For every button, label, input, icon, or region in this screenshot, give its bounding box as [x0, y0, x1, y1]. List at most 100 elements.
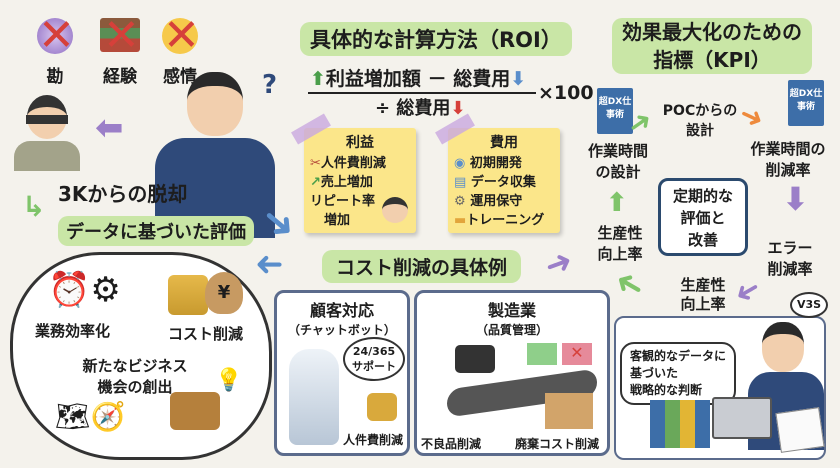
- new-business-line2: 機会の創出: [97, 378, 173, 396]
- cross-icon: ✕: [163, 10, 200, 61]
- cross-icon: ✕: [103, 10, 140, 61]
- green-curved-arrow: ↳: [22, 190, 46, 223]
- step-line: 生産性: [597, 224, 643, 242]
- step-line: 作業時間: [587, 142, 648, 160]
- coins-icon: [367, 393, 397, 421]
- speech-line: 客観的なデータに: [630, 349, 727, 363]
- step-line: 向上率: [597, 245, 643, 263]
- kpi-title-line1: 効果最大化のための: [622, 20, 802, 44]
- roi-denominator: ÷ 総費用⬇: [375, 98, 465, 120]
- crossed-emotion: ✕ 感情: [155, 14, 205, 87]
- customer-icon: [382, 197, 408, 223]
- folder-icon: ▬: [454, 213, 467, 228]
- good-box-icon: [527, 343, 557, 365]
- step-line: 設計: [686, 123, 714, 139]
- green-arrow-curve: ➜: [606, 260, 652, 310]
- fraction-line: [308, 92, 536, 94]
- kpi-step-reduction: 作業時間の削減率: [738, 138, 838, 180]
- roi-title: 具体的な計算方法（ROI）: [300, 22, 572, 56]
- book-icon-left: 超DX仕事術: [597, 88, 633, 134]
- treasure-chest-icon: [170, 392, 220, 430]
- labor-cost-label: 人件費削減: [343, 433, 404, 447]
- cost-item: トレーニング: [466, 213, 545, 228]
- kpi-step-work-design: 作業時間の設計: [578, 140, 658, 182]
- center-line: 定期的な: [672, 187, 733, 205]
- speech-bubble: 客観的なデータに 基づいた 戦略的な判断: [620, 342, 737, 405]
- books-icon: [100, 18, 140, 52]
- total-cost: 総費用: [453, 68, 511, 90]
- customer-subtitle: （チャットボット）: [288, 323, 396, 337]
- center-line: 改善: [687, 231, 718, 249]
- new-business-line1: 新たなビジネス: [82, 357, 188, 375]
- cardboard-box-icon: [545, 393, 593, 429]
- profit-item: 人件費削減: [320, 156, 386, 171]
- kpi-step-productivity-left: 生産性向上率: [585, 222, 655, 264]
- v3s-badge: V3S: [790, 292, 828, 318]
- benefit-cost-reduction: コスト削減: [168, 325, 244, 343]
- purple-arrow-down: ⬇: [782, 180, 809, 218]
- bubble-line1: 24/365: [352, 345, 396, 358]
- defect-reduction-label: 不良品削減: [421, 437, 482, 451]
- speech-line: 戦略的な判断: [630, 383, 703, 397]
- emotion-face-icon: [162, 18, 198, 54]
- cost-examples-title: コスト削減の具体例: [322, 250, 522, 283]
- label-experience: 経験: [103, 67, 137, 87]
- purple-arrow-right: ➜: [539, 240, 578, 286]
- headline-3k: 3Kからの脱却: [58, 182, 188, 206]
- cost-note-title: 費用: [490, 135, 518, 151]
- cost-note: 費用 ◉ 初期開発 ▤ データ収集 ⚙ 運用保守 ▬トレーニング: [435, 113, 560, 233]
- step-line: POCからの: [662, 103, 738, 119]
- customer-title: 顧客対応: [309, 301, 374, 320]
- robot-icon: [289, 349, 339, 445]
- benefit-efficiency: 業務効率化: [35, 322, 111, 340]
- analyst-face: [762, 322, 804, 372]
- profit-item: 増加: [324, 213, 351, 228]
- scissors-icon: ✂: [310, 156, 321, 171]
- clock-gear-icon: ⏰⚙: [48, 270, 121, 310]
- step-line: 作業時間の: [750, 140, 826, 158]
- crystal-ball-icon: [37, 18, 73, 54]
- cost-item: 運用保守: [470, 194, 523, 209]
- waste-cost-label: 廃棄コスト削減: [515, 437, 600, 451]
- step-line: 削減率: [767, 260, 813, 278]
- step-line: 向上率: [680, 295, 726, 313]
- map-compass-treasure-icon: 🗺🧭: [55, 400, 126, 433]
- profit-increase: 利益増加額: [325, 68, 421, 90]
- kpi-title-line2: 指標（KPI）: [653, 48, 771, 72]
- profit-note-title: 利益: [346, 135, 374, 151]
- camera-icon: ◉: [454, 156, 466, 171]
- cost-item: データ収集: [470, 175, 536, 190]
- arrow-down-red-icon: ⬇: [450, 98, 466, 119]
- gears-icon: ⚙: [454, 194, 466, 209]
- kpi-step-error: エラー削減率: [755, 237, 825, 279]
- purple-arrow-left: ⬅: [95, 108, 124, 148]
- blue-arrow-left: ➜: [255, 245, 284, 285]
- roi-numerator: ⬆利益増加額 － 総費用⬇: [310, 64, 526, 91]
- money-bag-icon: ¥: [205, 272, 243, 314]
- minus-sign: －: [427, 68, 447, 90]
- coins-icon: [168, 275, 208, 315]
- multiplier: ×100: [538, 82, 594, 104]
- step-line: 削減率: [765, 161, 811, 179]
- binders-icon: [650, 400, 710, 448]
- defect-box-icon: ✕: [562, 343, 592, 365]
- profit-note: 利益 ✂人件費削減 ↗売上増加 リピート率 増加: [291, 113, 416, 233]
- customer-service-box: 顧客対応 （チャットボット） 24/365 サポート 人件費削減: [274, 290, 410, 456]
- step-line: エラー: [767, 239, 813, 257]
- kpi-step-productivity-bottom: 生産性向上率: [668, 276, 738, 314]
- arrow-up-icon: ⬆: [310, 68, 326, 90]
- manufacturing-title: 製造業: [487, 301, 536, 320]
- data-based-evaluation: データに基づいた評価: [58, 216, 254, 246]
- denominator: ÷ 総費用: [375, 98, 451, 119]
- report-paper-icon: [775, 407, 825, 453]
- trend-up-icon: ↗: [310, 175, 321, 190]
- green-arrow-up: ⬆: [606, 188, 628, 218]
- crossed-intuition: ✕ 勘: [30, 14, 80, 87]
- bubble-line2: サポート: [352, 360, 396, 373]
- label-emotion: 感情: [163, 67, 197, 87]
- label-intuition: 勘: [46, 67, 64, 87]
- step-line: 生産性: [680, 276, 726, 294]
- cost-item: 初期開発: [469, 156, 522, 171]
- question-mark: ?: [262, 70, 278, 100]
- benefit-new-business: 新たなビジネス 機会の創出: [60, 355, 210, 397]
